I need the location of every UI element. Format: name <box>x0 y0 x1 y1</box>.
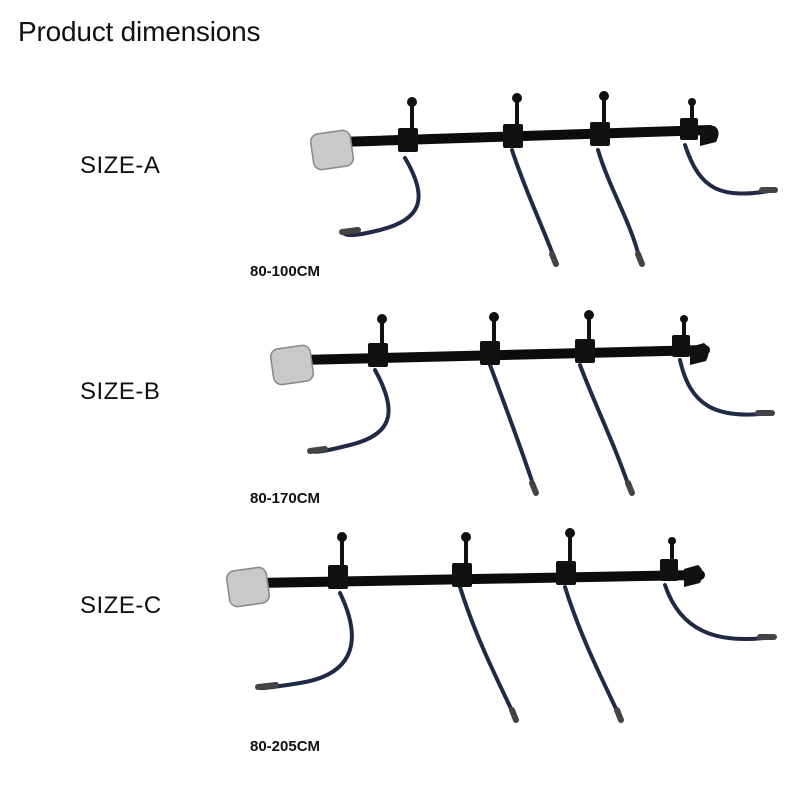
size-a-label: SIZE-A <box>80 152 161 179</box>
size-b-range: 80-170CM <box>250 490 321 507</box>
size-a-rod-image <box>0 90 800 310</box>
size-c-label: SIZE-C <box>80 592 162 619</box>
size-c-range: 80-205CM <box>250 738 321 755</box>
page-title: Product dimensions <box>18 16 261 47</box>
size-a-range: 80-100CM <box>250 263 321 280</box>
size-b-rod-image <box>0 305 800 525</box>
size-b-label: SIZE-B <box>80 378 161 405</box>
size-c-rod-image <box>0 525 800 745</box>
